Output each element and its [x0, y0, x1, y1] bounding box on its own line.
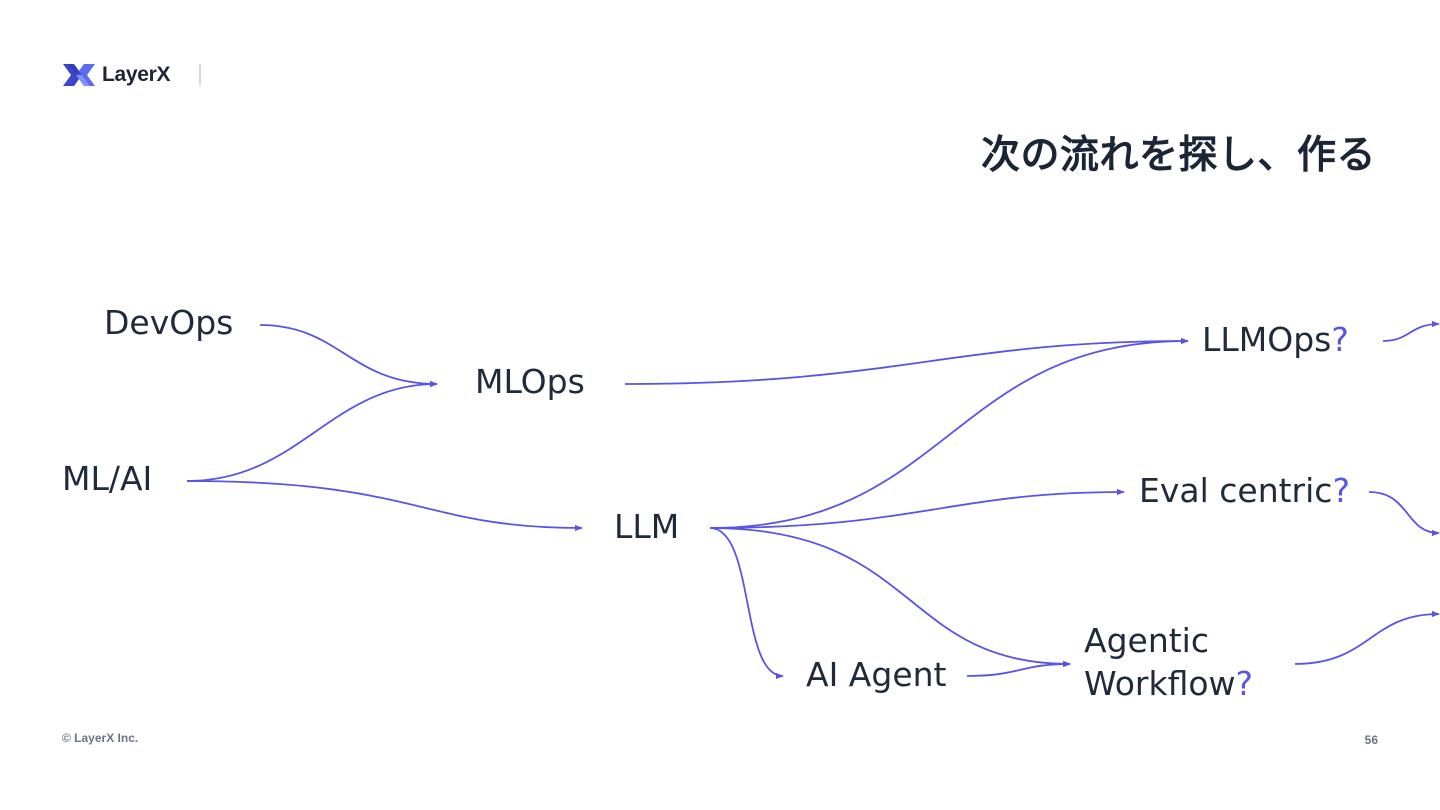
node-ml-ai: ML/AI — [62, 459, 153, 498]
arrow-llmops-out — [1382, 320, 1440, 342]
agentic-workflow-label: Workflow — [1084, 663, 1236, 703]
arrow-ai-agent-to-agentic — [966, 660, 1071, 677]
node-llm: LLM — [614, 507, 680, 546]
logo-text: LayerX — [102, 63, 171, 86]
layerx-logo-icon — [63, 64, 95, 86]
node-mlops: MLOps — [475, 362, 585, 401]
layerx-logo: LayerX — [62, 60, 171, 90]
copyright: © LayerX Inc. — [62, 731, 139, 745]
arrow-llm-to-ai-agent — [709, 527, 784, 680]
agentic-workflow-question-mark: ? — [1235, 663, 1254, 703]
llmops-question-mark: ? — [1331, 320, 1349, 359]
node-ai-agent: AI Agent — [806, 655, 947, 694]
arrow-mlai-to-mlops — [186, 380, 438, 482]
node-agentic-workflow: Agentic Workflow? — [1084, 620, 1253, 706]
node-eval-centric: Eval centric? — [1139, 470, 1350, 513]
arrow-llm-to-agentic — [709, 527, 1071, 668]
arrow-mlops-to-llmops — [624, 337, 1189, 385]
arrow-mlai-to-llm — [186, 480, 583, 532]
arrow-eval-out — [1368, 491, 1440, 537]
eval-centric-label: Eval centric — [1139, 471, 1333, 510]
agentic-workflow-line2: Workflow? — [1084, 663, 1253, 706]
arrow-agentic-out — [1294, 610, 1440, 665]
arrow-devops-to-mlops — [259, 324, 438, 388]
page-title: 次の流れを探し、作る — [980, 133, 1376, 178]
llmops-label: LLMOps — [1202, 320, 1332, 359]
header-divider — [199, 64, 201, 85]
node-llmops: LLMOps? — [1202, 319, 1349, 362]
agentic-workflow-line1: Agentic — [1084, 621, 1209, 660]
node-devops: DevOps — [104, 303, 234, 342]
arrow-llm-to-eval — [709, 488, 1125, 529]
eval-centric-question-mark: ? — [1332, 471, 1350, 510]
page-number: 56 — [1364, 733, 1378, 747]
arrow-llm-to-llmops — [709, 337, 1189, 529]
